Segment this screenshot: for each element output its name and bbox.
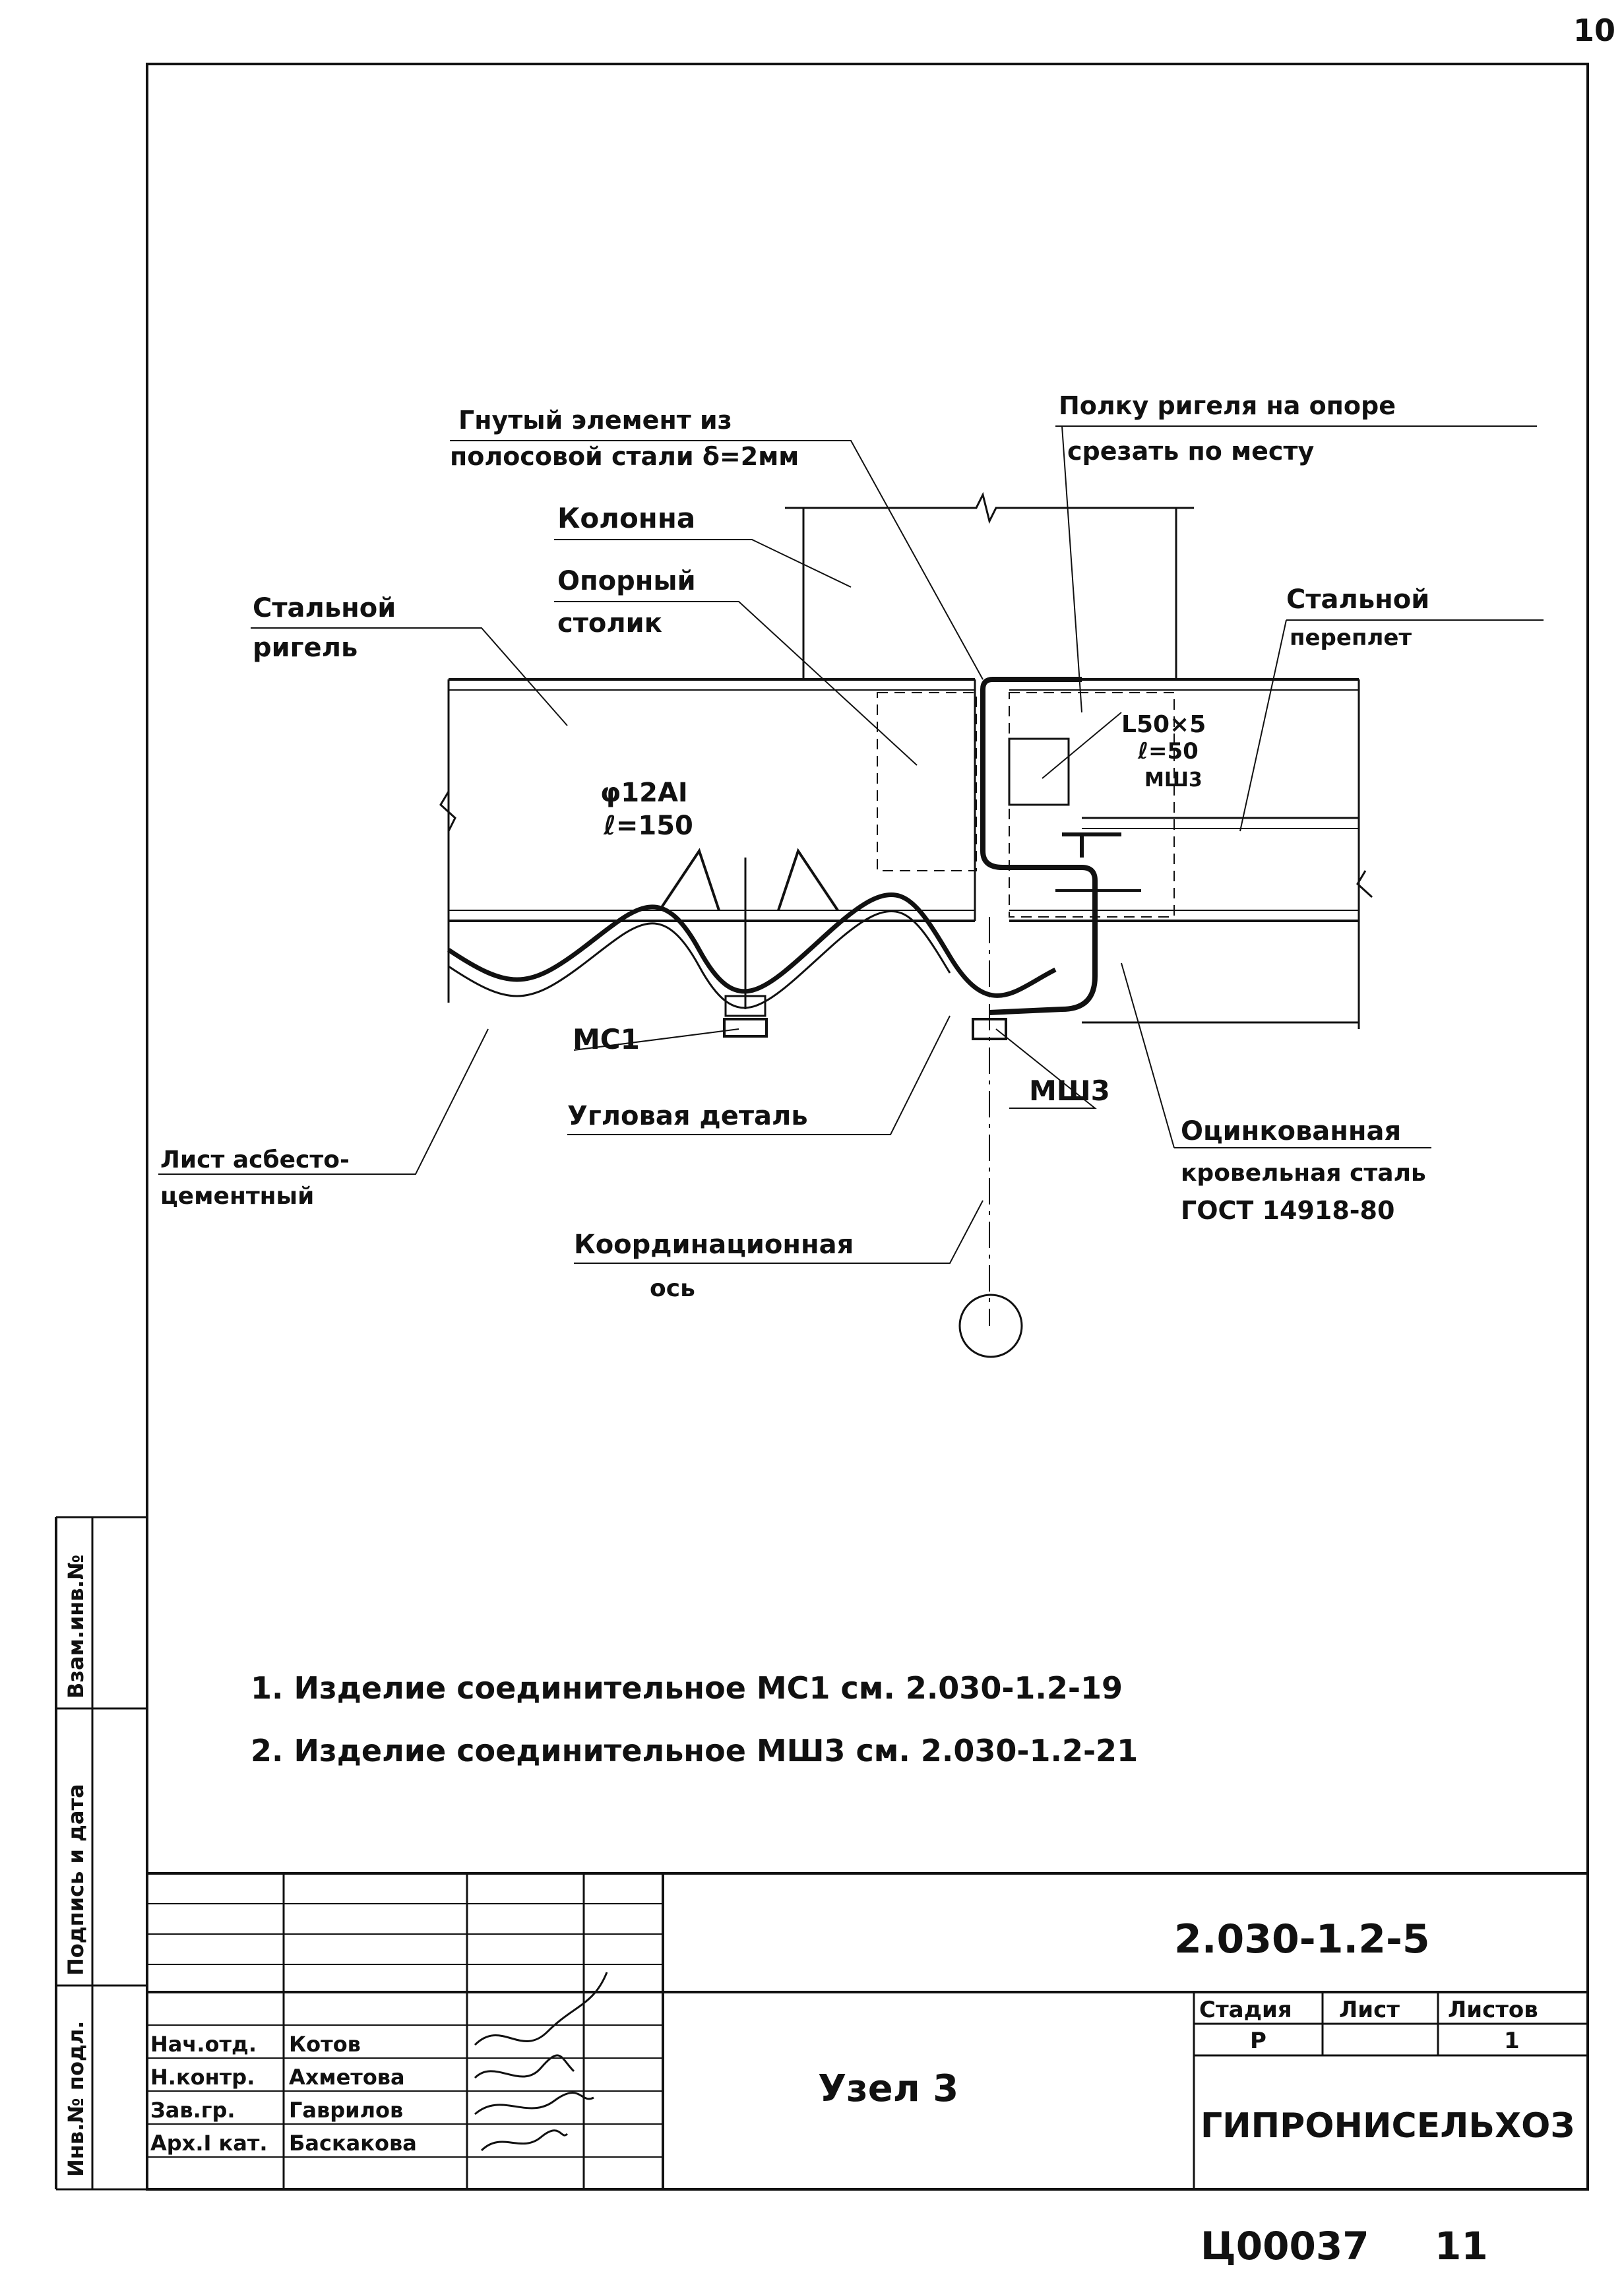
label-galvanized-3: ГОСТ 14918-80 <box>1181 1196 1394 1225</box>
note-1: 1. Изделие соединительное МС1 см. 2.030-… <box>251 1670 1123 1706</box>
bottom-page: 11 <box>1435 2224 1488 2268</box>
page-number-top: 10 <box>1573 13 1615 48</box>
sheets-header: Листов <box>1448 1997 1538 2023</box>
side-stamp-inv-podl: Инв.№ подл. <box>63 2021 88 2177</box>
staff-name-3: Гаврилов <box>289 2098 403 2123</box>
staff-name-1: Котов <box>289 2032 361 2057</box>
staff-name-2: Ахметова <box>289 2065 405 2090</box>
bolt-ms1 <box>723 1018 768 1038</box>
angle-l50 <box>1008 737 1070 806</box>
label-mc1: МС1 <box>573 1023 640 1055</box>
label-steel-frame-2: переплет <box>1290 625 1412 651</box>
label-flange-2: срезать по месту <box>1067 437 1314 466</box>
side-stamp-vzam: Взам.инв.№ <box>63 1555 88 1699</box>
rebar-clamp <box>658 848 839 1017</box>
label-galvanized-1: Оцинкованная <box>1181 1116 1401 1146</box>
label-galvanized-2: кровельная сталь <box>1181 1160 1426 1187</box>
label-steel-frame-1: Стальной <box>1286 584 1429 615</box>
label-support-table-1: Опорный <box>557 566 696 596</box>
signatures <box>474 1972 608 2152</box>
label-angle-2: ℓ=50 <box>1137 738 1199 765</box>
staff-role-3: Зав.гр. <box>150 2098 235 2123</box>
column <box>785 491 1194 679</box>
label-coord-axis-1: Координационная <box>574 1230 854 1260</box>
sheets-value: 1 <box>1504 2028 1520 2054</box>
note-2: 2. Изделие соединительное МШ3 см. 2.030-… <box>251 1733 1138 1768</box>
label-asbestos-2: цементный <box>160 1183 314 1210</box>
side-stamp: Инв.№ подл. Подпись и дата Взам.инв.№ <box>55 1516 147 2191</box>
label-column: Колонна <box>557 502 695 534</box>
label-steel-beam-1: Стальной <box>253 593 396 623</box>
steel-beam <box>439 678 976 1003</box>
label-msh3: МШ3 <box>1029 1075 1110 1107</box>
stage-header: Стадия <box>1199 1997 1292 2023</box>
staff-role-4: Арх.I кат. <box>150 2131 268 2156</box>
leader-lines <box>158 425 1544 1264</box>
label-bent-element-1: Гнутый элемент из <box>458 406 732 435</box>
asbestos-cement-sheet <box>447 892 1057 998</box>
label-flange-1: Полку ригеля на опоре <box>1059 391 1396 420</box>
steel-frame <box>1009 678 1373 1029</box>
label-steel-beam-2: ригель <box>253 633 358 663</box>
side-stamp-podpis: Подпись и дата <box>63 1784 88 1976</box>
sheet-header: Лист <box>1339 1997 1400 2023</box>
support-table <box>877 692 977 871</box>
label-corner-detail: Угловая деталь <box>567 1101 808 1131</box>
label-asbestos-1: Лист асбесто- <box>160 1146 350 1173</box>
label-support-table-2: столик <box>557 608 662 639</box>
coordination-axis-circle <box>958 1294 1023 1358</box>
label-rebar-2: ℓ=150 <box>603 811 693 841</box>
label-bent-element-2: полосовой стали δ=2мм <box>450 442 799 471</box>
staff-role-2: Н.контр. <box>150 2065 255 2090</box>
label-rebar-1: φ12AI <box>600 778 688 808</box>
organization: ГИПРОНИСЕЛЬХОЗ <box>1201 2106 1575 2146</box>
title-block <box>147 1872 1588 2189</box>
stage-value: Р <box>1250 2028 1266 2054</box>
title-uzel: Узел 3 <box>818 2067 958 2110</box>
flange-cut <box>1009 692 1175 918</box>
label-angle-1: L50×5 <box>1121 711 1206 738</box>
bottom-code: Ц00037 <box>1201 2224 1369 2268</box>
label-coord-axis-2: ось <box>650 1275 695 1302</box>
staff-name-4: Баскакова <box>289 2131 417 2156</box>
staff-role-1: Нач.отд. <box>150 2032 257 2057</box>
bent-element <box>980 677 1098 1015</box>
doc-code: 2.030-1.2-5 <box>1174 1916 1430 1962</box>
sheet-frame <box>146 63 1589 2191</box>
label-angle-3: МШ3 <box>1144 768 1202 792</box>
